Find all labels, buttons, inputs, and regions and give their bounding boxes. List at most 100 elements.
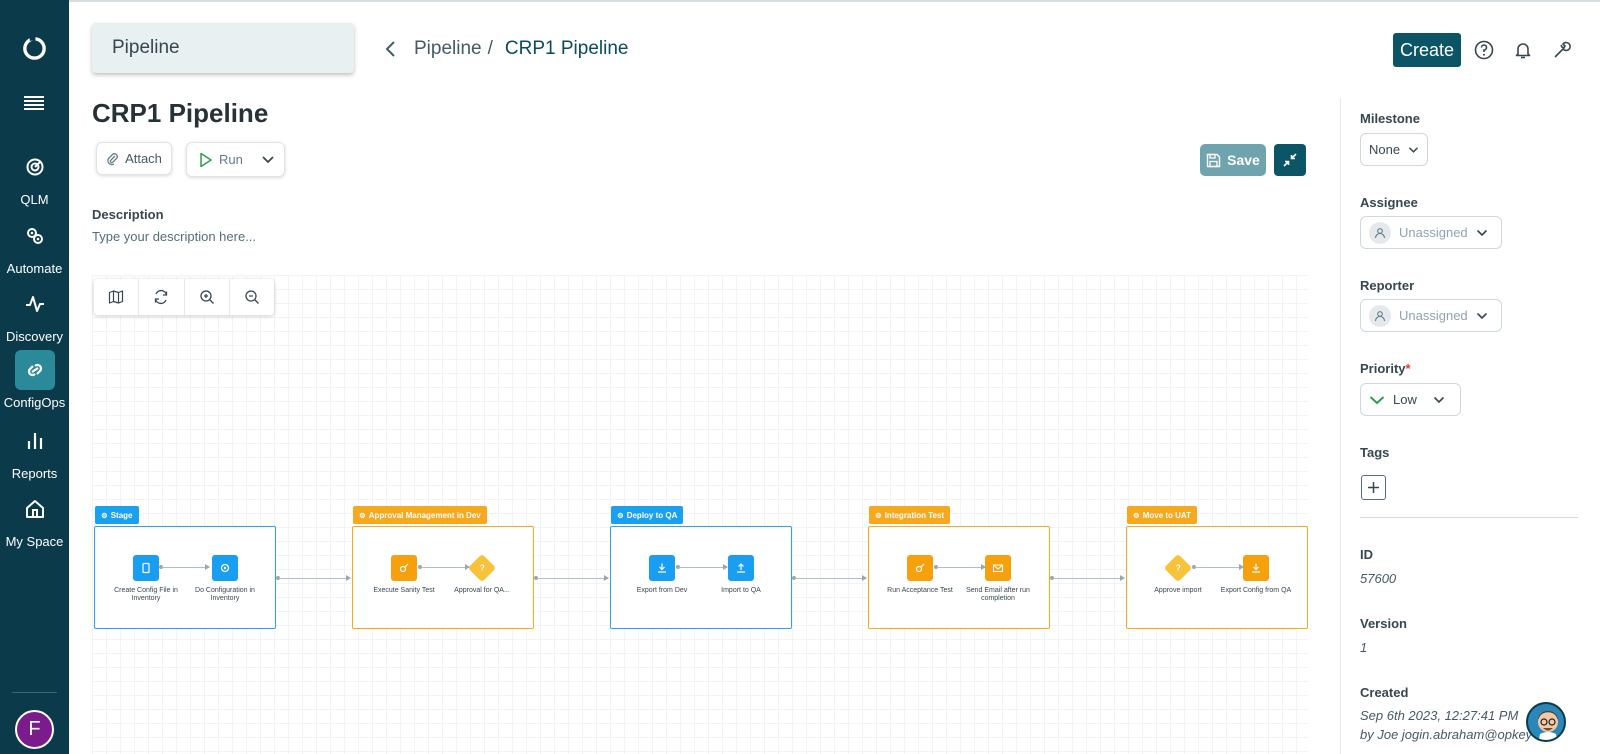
reporter-value: Unassigned — [1399, 308, 1468, 323]
pipeline-step[interactable]: Run Acceptance Test — [884, 555, 956, 595]
stage-connector — [279, 575, 351, 581]
play-icon — [200, 152, 212, 167]
pipeline-step[interactable]: Do Configuration in Inventory — [189, 555, 261, 603]
nav-label: ConfigOps — [3, 395, 66, 410]
module-selector[interactable]: Pipeline — [92, 23, 354, 73]
app-logo-icon[interactable] — [21, 34, 48, 61]
stage-connector — [1053, 575, 1125, 581]
version-label: Version — [1360, 616, 1407, 631]
map-button[interactable] — [94, 279, 140, 315]
config-icon — [212, 555, 238, 581]
created-by: by Joe jogin.abraham@opkey — [1360, 727, 1533, 742]
description-input[interactable] — [92, 229, 492, 244]
breadcrumb-current: CRP1 Pipeline — [504, 38, 629, 59]
collapse-button[interactable] — [1274, 144, 1306, 176]
help-icon[interactable] — [1474, 40, 1494, 60]
stage-tag[interactable]: ⊜ Approval Management in Dev — [353, 506, 487, 524]
nav-label: Automate — [6, 261, 63, 276]
pipeline-step[interactable]: ? Approval for QA... — [446, 553, 518, 595]
download-icon — [649, 555, 675, 581]
nav-item-my-space[interactable]: My Space — [0, 489, 69, 551]
sidebar-divider — [12, 692, 57, 693]
nav-item-qlm[interactable]: QLM — [0, 147, 69, 209]
panel-divider-vertical — [1340, 98, 1341, 754]
id-label: ID — [1360, 547, 1373, 562]
stage-icon: ⊜ — [617, 510, 624, 520]
step-connector — [1195, 564, 1244, 570]
save-button[interactable]: Save — [1200, 144, 1266, 176]
run-button[interactable]: Run — [186, 142, 285, 177]
created-date: Sep 6th 2023, 12:27:41 PM — [1360, 708, 1519, 723]
step-label: Import to QA — [721, 587, 761, 594]
milestone-label: Milestone — [1360, 111, 1420, 126]
stage-box[interactable] — [1126, 526, 1308, 629]
stage-tag[interactable]: ⊜ Move to UAT — [1127, 506, 1197, 524]
step-label: Do Configuration in Inventory — [195, 587, 255, 602]
stage-tag[interactable]: ⊜ Integration Test — [869, 506, 951, 524]
bell-icon[interactable] — [1513, 40, 1533, 60]
zoom-out-button[interactable] — [230, 279, 274, 315]
floppy-icon — [1206, 153, 1221, 167]
nav-item-reports[interactable]: Reports — [0, 421, 69, 483]
attach-button[interactable]: Attach — [96, 142, 172, 175]
assignee-select[interactable]: Unassigned — [1360, 216, 1502, 249]
refresh-button[interactable] — [139, 279, 185, 315]
pipeline-canvas[interactable] — [92, 275, 1308, 754]
stage-box[interactable] — [94, 526, 276, 629]
milestone-select[interactable]: None — [1360, 133, 1428, 166]
link-icon — [14, 350, 55, 390]
test-icon — [391, 555, 417, 581]
stage-box[interactable] — [868, 526, 1050, 629]
nav-item-configops[interactable]: ConfigOps — [0, 350, 69, 412]
step-connector — [679, 564, 728, 570]
assignee-label: Assignee — [1360, 195, 1418, 210]
wrench-icon[interactable] — [1552, 40, 1572, 60]
breadcrumb-pipeline[interactable]: Pipeline — [414, 38, 482, 59]
stage-box[interactable] — [352, 526, 534, 629]
stage-box[interactable] — [610, 526, 792, 629]
panel-divider — [1360, 517, 1578, 518]
stage-icon: ⊜ — [875, 510, 882, 520]
pipeline-step[interactable]: ? Approve import — [1142, 553, 1214, 595]
version-value: 1 — [1360, 640, 1368, 655]
user-avatar[interactable]: F — [15, 710, 54, 749]
step-label: Approve import — [1154, 587, 1202, 594]
nav-item-discovery[interactable]: Discovery — [0, 284, 69, 346]
menu-icon[interactable] — [24, 96, 44, 110]
pipeline-step[interactable]: Execute Sanity Test — [368, 555, 440, 595]
required-marker: * — [1405, 361, 1411, 376]
assistant-avatar[interactable] — [1526, 702, 1566, 742]
pipeline-step[interactable]: Export Config from QA — [1220, 555, 1292, 595]
question-icon: ? — [467, 553, 497, 583]
connector-dot — [534, 576, 538, 580]
nav-item-automate[interactable]: Automate — [0, 216, 69, 278]
id-value: 57600 — [1360, 571, 1397, 586]
left-nav: QLM Automate Discovery ConfigOps Reports… — [0, 0, 69, 754]
step-label: Send Email after run completion — [966, 587, 1030, 602]
reporter-select[interactable]: Unassigned — [1360, 299, 1502, 332]
page-title: CRP1 Pipeline — [92, 98, 269, 128]
pipeline-step[interactable]: Send Email after run completion — [962, 555, 1034, 603]
stage-icon: ⊜ — [1133, 510, 1140, 520]
map-icon — [109, 290, 124, 304]
step-label: Approval for QA... — [454, 587, 510, 594]
chevron-left-icon[interactable] — [384, 39, 398, 59]
pipeline-step[interactable]: Import to QA — [705, 555, 777, 595]
pipeline-step[interactable]: Export from Dev — [626, 555, 698, 595]
stage-tag[interactable]: ⊜ Deploy to QA — [611, 506, 684, 524]
create-button[interactable]: Create — [1393, 33, 1461, 67]
stage-tag[interactable]: ⊜ Stage — [95, 506, 139, 524]
zoom-in-button[interactable] — [185, 279, 230, 315]
priority-select[interactable]: Low — [1360, 383, 1461, 416]
zoom-in-icon — [199, 290, 214, 304]
stage-name: Deploy to QA — [626, 510, 678, 520]
pipeline-step[interactable]: Create Config File in Inventory — [110, 555, 182, 603]
mail-icon — [985, 555, 1011, 581]
chevron-down-icon[interactable] — [261, 155, 275, 165]
stage-name: Move to UAT — [1142, 510, 1191, 520]
stage-name: Approval Management in Dev — [368, 510, 481, 520]
step-label: Export Config from QA — [1220, 587, 1292, 594]
priority-low-icon — [1369, 395, 1385, 404]
add-tag-button[interactable] — [1361, 475, 1386, 500]
paperclip-icon — [107, 152, 118, 165]
